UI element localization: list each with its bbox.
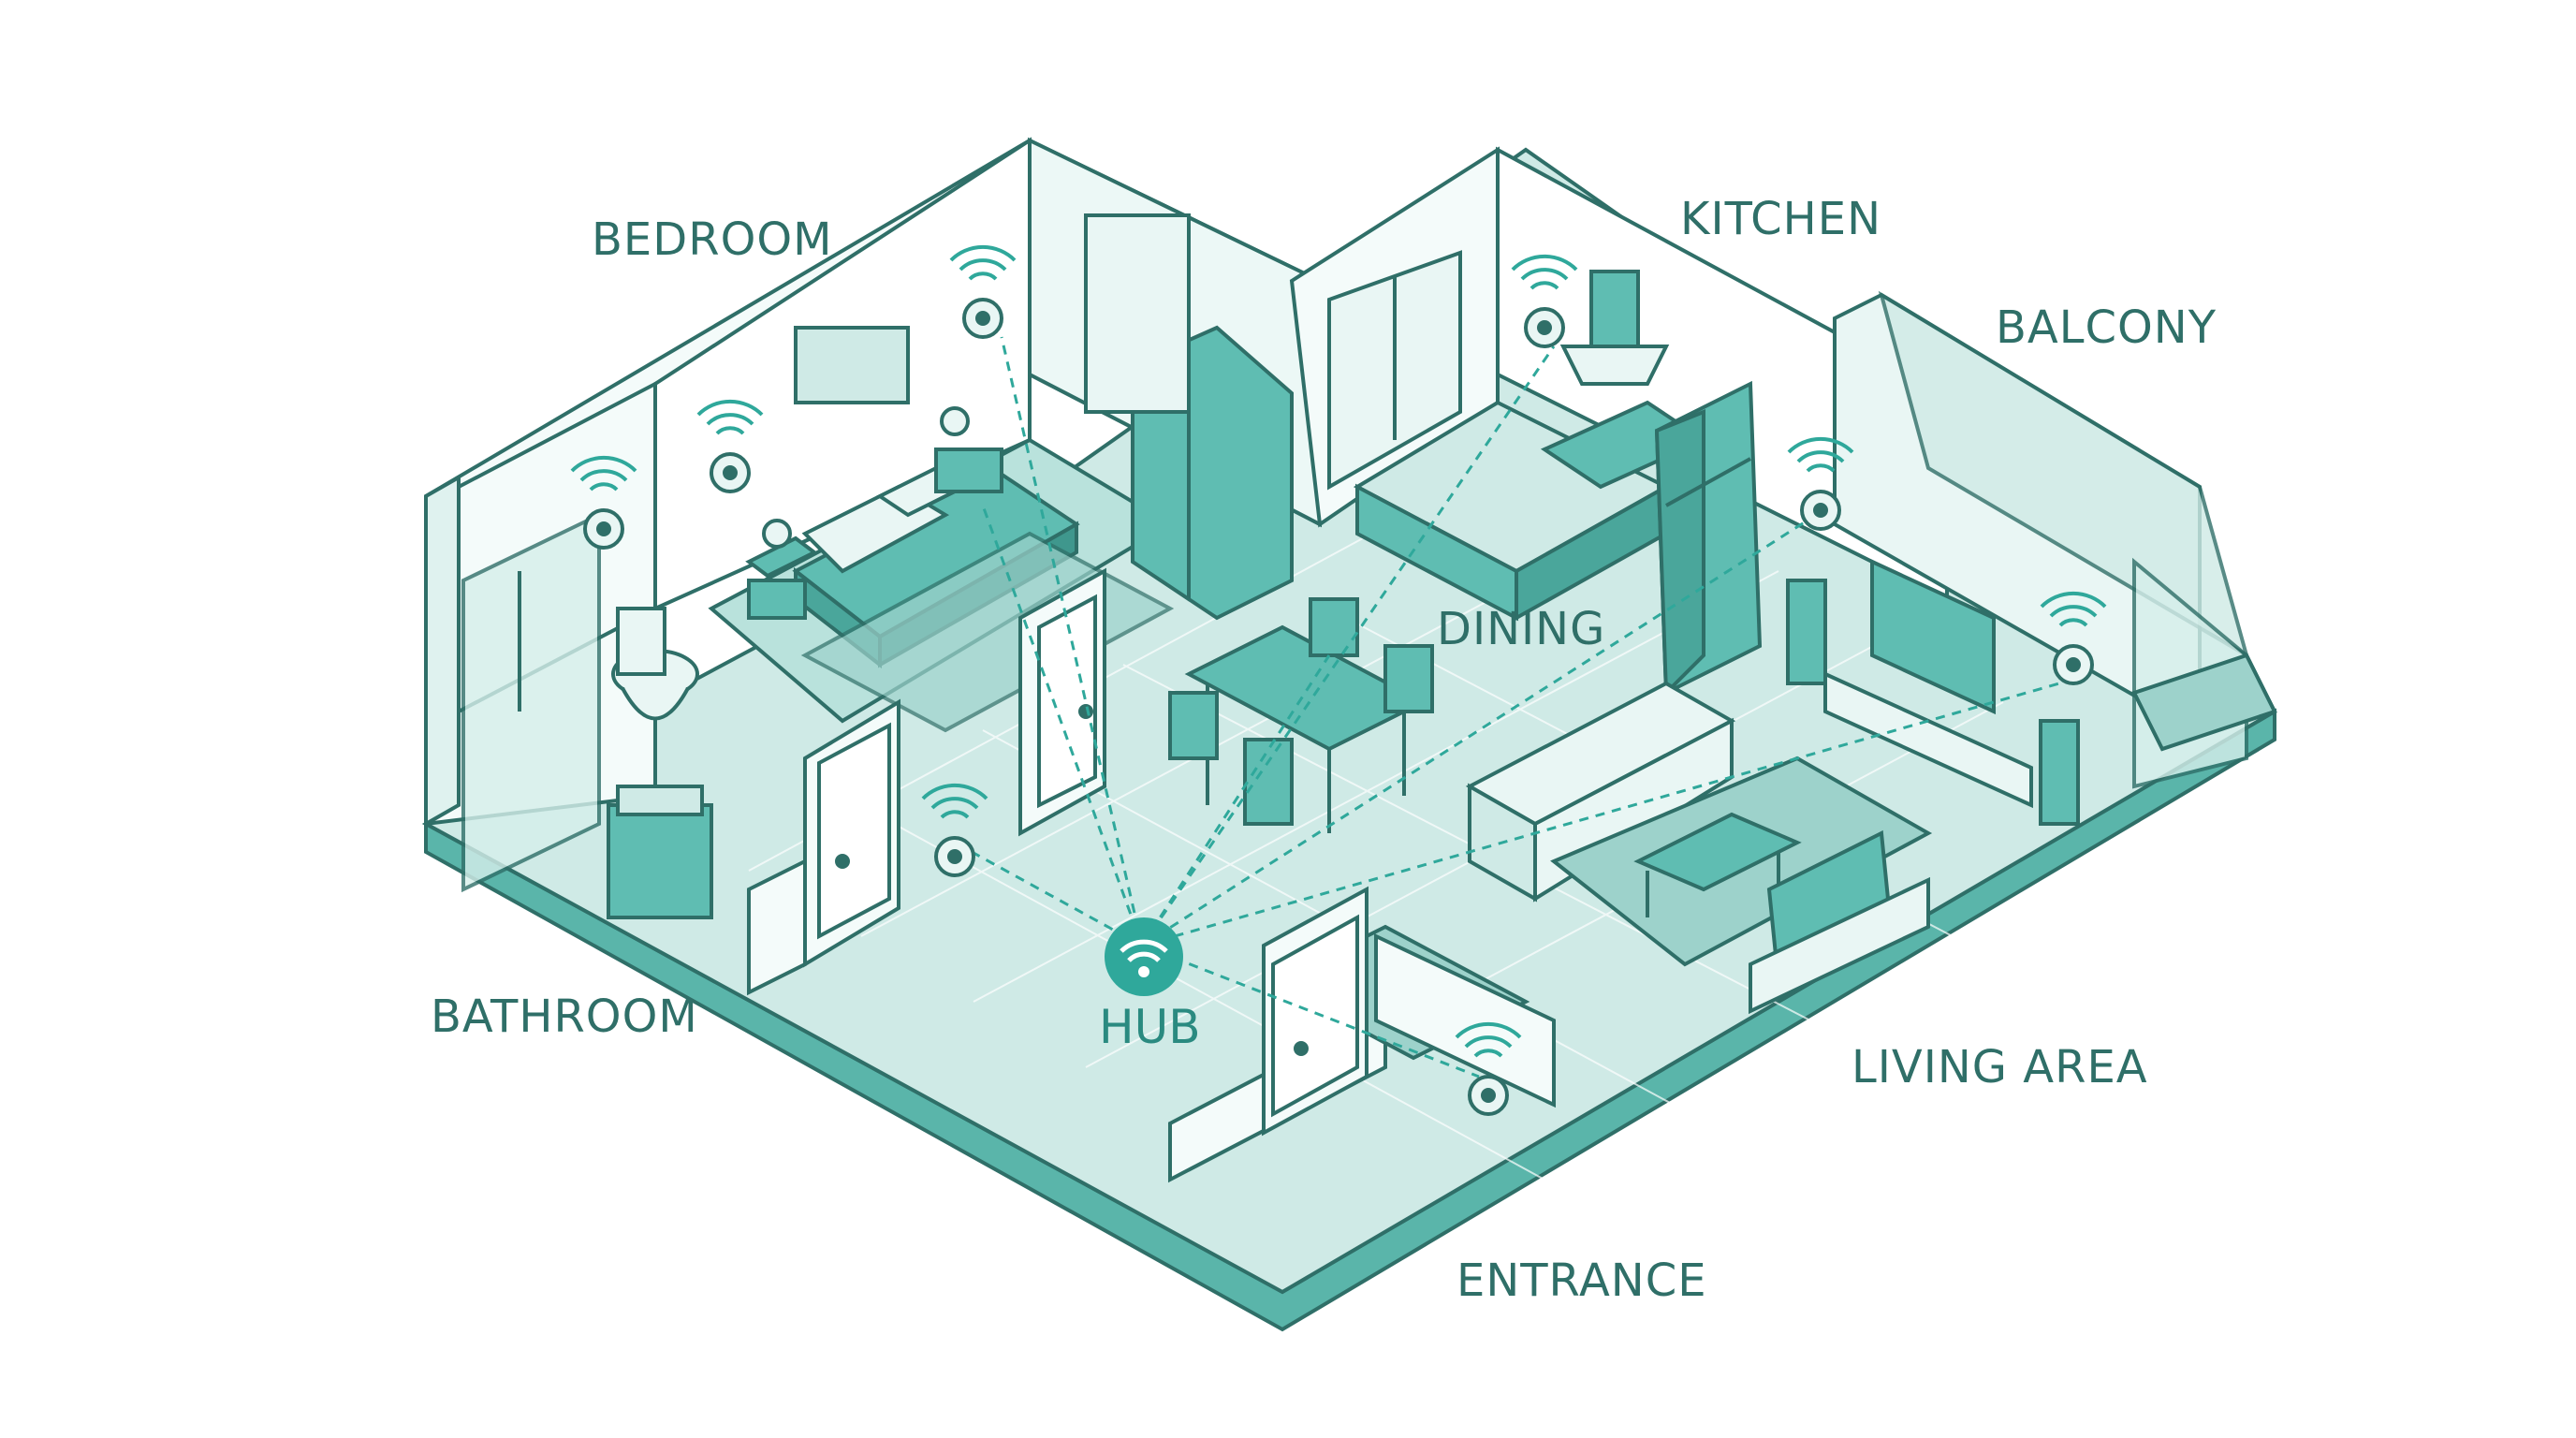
bedroom-door	[1018, 567, 1106, 837]
dining-set	[1168, 597, 1434, 833]
hub-label: HUB	[1099, 1000, 1201, 1054]
balcony-label: BALCONY	[1996, 301, 2217, 354]
bathroom	[457, 380, 713, 919]
balcony	[1833, 290, 2277, 789]
bedroom-furniture	[745, 213, 1294, 733]
dining-label: DINING	[1437, 603, 1606, 655]
kitchen-label: KITCHEN	[1680, 193, 1881, 245]
bathroom-door	[747, 698, 900, 996]
wifi-icon	[1105, 917, 1183, 996]
entrance	[1168, 886, 1556, 1183]
living-furniture	[1465, 558, 2080, 1015]
bedroom-label: BEDROOM	[592, 213, 833, 266]
hub-links	[954, 336, 2060, 1078]
bathroom-label: BATHROOM	[431, 990, 698, 1043]
living-area-label: LIVING AREA	[1852, 1041, 2148, 1093]
entrance-label: ENTRANCE	[1456, 1255, 1707, 1307]
